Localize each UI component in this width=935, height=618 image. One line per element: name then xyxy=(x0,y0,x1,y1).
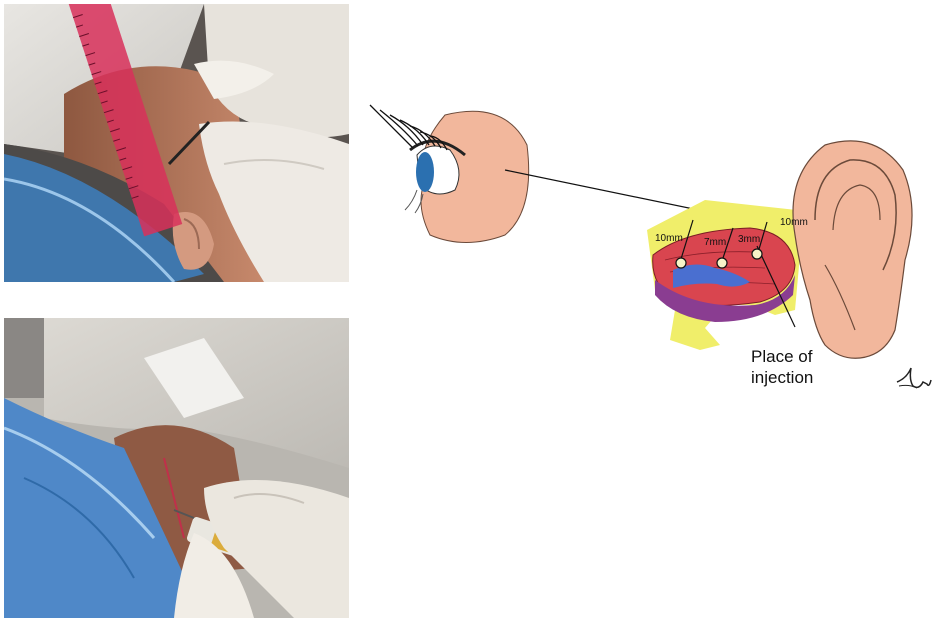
anatomy-diagram: 10mm 7mm 3mm 10mm Place of injection xyxy=(355,60,935,460)
marker-7mm xyxy=(717,258,727,268)
injection-label-line1: Place of xyxy=(751,346,813,367)
distance-label-7mm: 7mm xyxy=(704,237,726,248)
marker-injection xyxy=(752,249,762,259)
ear-illustration xyxy=(793,141,912,358)
signature-mark xyxy=(893,360,933,400)
injection-label-line2: injection xyxy=(751,367,813,388)
injection-label: Place of injection xyxy=(751,346,813,388)
injection-photo xyxy=(4,318,349,618)
distance-label-10mm-second: 10mm xyxy=(780,217,808,228)
ruler-measurement-photo xyxy=(4,4,349,282)
eye-illustration xyxy=(370,105,529,243)
distance-label-3mm: 3mm xyxy=(738,234,760,245)
distance-label-10mm-first: 10mm xyxy=(655,233,683,244)
marker-10mm xyxy=(676,258,686,268)
